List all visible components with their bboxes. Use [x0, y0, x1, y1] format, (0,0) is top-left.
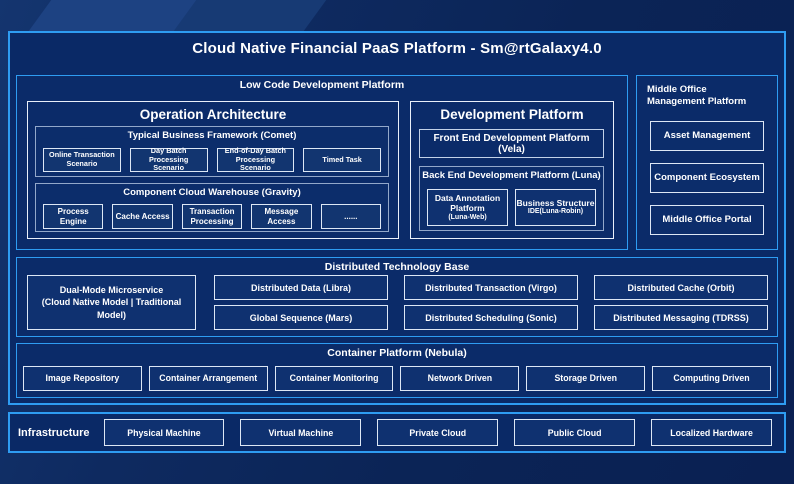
box-timed-task: Timed Task [303, 148, 381, 172]
infrastructure-items: Physical Machine Virtual Machine Private… [103, 419, 772, 446]
box-name: Business Structure [516, 197, 595, 208]
box-name: Data Annotation Platform [434, 192, 501, 214]
typical-business-items: Online Transaction Scenario Day Batch Pr… [43, 146, 381, 172]
box-name: Dual-Mode Microservice [59, 285, 164, 296]
section-label: Infrastructure [18, 426, 90, 439]
box-container-monitoring: Container Monitoring [274, 366, 394, 391]
box-end-of-day-batch-processing-scenario: End-of-Day Batch Processing Scenario [216, 146, 295, 172]
box-process-engine: Process Engine [43, 204, 104, 229]
panel-operation-architecture: Operation Architecture Typical Business … [27, 101, 399, 239]
box-container-arrangement: Container Arrangement [148, 366, 268, 391]
back-end-items: Data Annotation Platform (Luna-Web) Busi… [427, 189, 596, 226]
box-detail: (Luna-Web) [448, 213, 487, 221]
section-distributed-technology-base: Distributed Technology Base Dual-Mode Mi… [16, 257, 778, 337]
section-label: Container Platform (Nebula) [327, 347, 467, 359]
group-typical-business-framework: Typical Business Framework (Comet) Onlin… [35, 126, 389, 177]
group-label: Component Cloud Warehouse (Gravity) [123, 187, 301, 198]
section-label: Low Code Development Platform [239, 79, 405, 91]
panel-title: Operation Architecture [139, 107, 287, 122]
section-middle-office-management-platform: Middle Office Management Platform Asset … [636, 75, 778, 250]
box-global-sequence: Global Sequence (Mars) [214, 305, 388, 330]
box-distributed-messaging: Distributed Messaging (TDRSS) [594, 305, 768, 330]
distributed-grid: Distributed Data (Libra) Distributed Tra… [214, 275, 768, 330]
box-day-batch-processing-scenario: Day Batch Processing Scenario [129, 146, 208, 172]
panel-development-platform: Development Platform Front End Developme… [410, 101, 614, 239]
box-network-driven: Network Driven [400, 366, 520, 391]
box-computing-driven: Computing Driven [652, 366, 771, 391]
box-distributed-transaction: Distributed Transaction (Virgo) [404, 275, 578, 300]
main-frame: Cloud Native Financial PaaS Platform - S… [8, 31, 786, 405]
box-detail: IDE(Luna-Robin) [527, 208, 584, 216]
container-platform-items: Image Repository Container Arrangement C… [23, 366, 771, 391]
box-distributed-data: Distributed Data (Libra) [214, 275, 388, 300]
box-detail: (Cloud Native Model | Traditional Model) [41, 297, 182, 320]
panel-title: Development Platform [440, 107, 584, 122]
box-middle-office-portal: Middle Office Portal [650, 204, 764, 235]
group-label: Back End Development Platform (Luna) [422, 170, 601, 181]
box-private-cloud: Private Cloud [377, 419, 499, 446]
section-low-code-development-platform: Low Code Development Platform Operation … [16, 75, 628, 250]
box-dual-mode-microservice: Dual-Mode Microservice (Cloud Native Mod… [27, 275, 196, 330]
section-label: Middle Office Management Platform [647, 84, 747, 108]
box-asset-management: Asset Management [650, 120, 764, 151]
section-infrastructure: Infrastructure Physical Machine Virtual … [8, 412, 786, 453]
decorative-streak [28, 0, 202, 31]
box-physical-machine: Physical Machine [103, 419, 225, 446]
box-component-ecosystem: Component Ecosystem [650, 162, 764, 193]
box-front-end-development-platform: Front End Development Platform (Vela) [419, 129, 604, 158]
box-online-transaction-scenario: Online Transaction Scenario [43, 148, 121, 172]
group-label: Typical Business Framework (Comet) [127, 130, 297, 141]
box-ellipsis: ...... [320, 204, 382, 229]
group-back-end-development-platform: Back End Development Platform (Luna) Dat… [419, 166, 604, 231]
decorative-streak [173, 0, 327, 31]
box-localized-hardware: Localized Hardware [651, 419, 772, 446]
box-distributed-cache: Distributed Cache (Orbit) [594, 275, 768, 300]
box-virtual-machine: Virtual Machine [240, 419, 362, 446]
section-container-platform: Container Platform (Nebula) Image Reposi… [16, 343, 778, 398]
box-storage-driven: Storage Driven [526, 366, 646, 391]
section-label: Distributed Technology Base [324, 261, 470, 273]
box-public-cloud: Public Cloud [514, 419, 636, 446]
page-title: Cloud Native Financial PaaS Platform - S… [192, 40, 602, 57]
box-business-structure-ide: Business Structure IDE(Luna-Robin) [515, 189, 596, 226]
box-image-repository: Image Repository [23, 366, 142, 391]
box-data-annotation-platform: Data Annotation Platform (Luna-Web) [427, 189, 508, 226]
box-message-access: Message Access [251, 204, 312, 229]
box-transaction-processing: Transaction Processing [181, 204, 243, 229]
group-component-cloud-warehouse: Component Cloud Warehouse (Gravity) Proc… [35, 183, 389, 232]
component-cloud-items: Process Engine Cache Access Transaction … [43, 204, 382, 229]
box-cache-access: Cache Access [112, 204, 173, 229]
box-distributed-scheduling: Distributed Scheduling (Sonic) [404, 305, 578, 330]
